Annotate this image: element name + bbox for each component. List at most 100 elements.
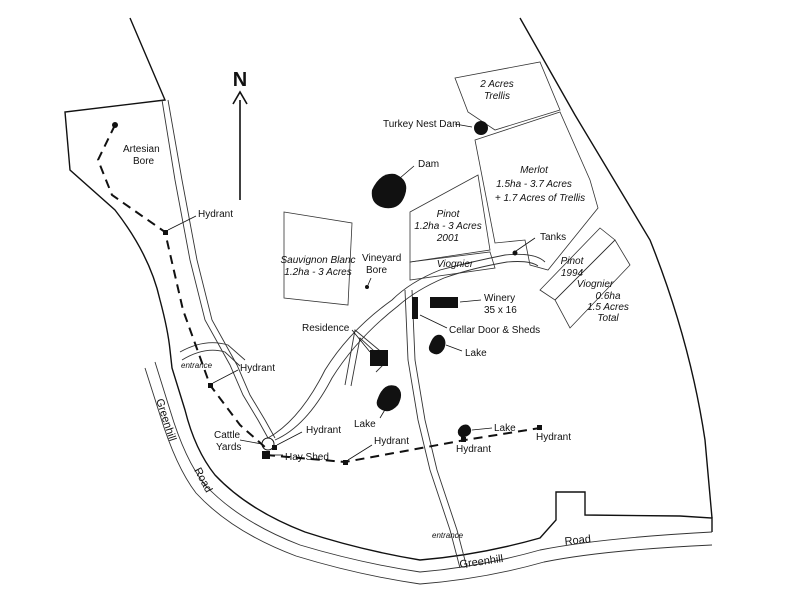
artesian-bore-label-2: Bore [133,156,155,167]
pinot-2001-title: Pinot [437,209,461,220]
pinot-2001-line2: 2001 [436,233,459,244]
greenhill-road-outer [154,361,713,573]
tanks-point [512,250,518,256]
trellis-2acres-line2: Trellis [484,91,510,102]
pointer-hydrant-south [347,444,373,461]
property-boundary-east [519,17,713,519]
pinot-1994-line1: 1994 [561,268,584,279]
winery-label-1: Winery [484,293,515,304]
block-viognier-strip [409,251,496,281]
pointer-hydrant-centre [276,431,303,446]
block-trellis-2acres [454,61,561,131]
dam-shape [371,173,407,209]
pointer-hydrant-north [167,215,197,231]
pointer-winery [459,299,482,303]
entrance-south-label: entrance [432,531,464,540]
hydrant-east-marker [537,425,542,430]
vineyard-bore-point [365,285,369,289]
hay-shed-label: Hay Shed [285,452,329,463]
lake-centre-shape [376,385,402,412]
viognier-east-line2: 1.5 Acres [587,302,629,313]
north-arrow-head [232,90,248,105]
greenhill-road-south-label-2: Road [564,533,591,548]
winery-label-2: 35 x 16 [484,305,517,316]
block-sauvignon-blanc [283,211,353,306]
turkey-nest-dam-label: Turkey Nest Dam [383,119,460,130]
trellis-2acres-line1: 2 Acres [479,79,514,90]
viognier-strip-title: Viognier [437,259,474,270]
block-merlot [474,111,599,271]
pointer-dam [399,165,415,179]
pointer-vineyard-bore [367,277,372,286]
hydrant-east-label: Hydrant [536,432,571,443]
pointer-residence [351,329,371,353]
hydrant-north-label: Hydrant [198,209,233,220]
lake-east-label: Lake [465,348,487,359]
cellar-door-building [412,297,418,319]
cattle-yards-label-2: Yards [216,442,241,453]
pointer-hydrant-west [212,369,239,384]
cellar-door-label: Cellar Door & Sheds [449,325,540,336]
hydrant-centre-marker [272,445,277,450]
greenhill-road-west-label-1: Greenhill [153,397,178,443]
turkey-nest-dam-shape [474,121,488,135]
pipeline-south [265,427,541,464]
hay-shed-building [262,451,270,459]
hydrant-west-marker [208,383,213,388]
lake-south-shape [457,424,472,438]
greenhill-road-inner [144,367,713,585]
viognier-east-line3: Total [597,313,619,324]
farm-road-south-a [404,289,461,569]
block-viognier-east [554,239,631,329]
pinot-1994-title: Pinot [561,256,585,267]
residence-label: Residence [302,323,350,334]
lake-centre-label: Lake [354,419,376,430]
vineyard-bore-label-2: Bore [366,265,388,276]
pointer-tanks [515,237,536,252]
artesian-bore-point [112,122,118,128]
pipeline-artesian [96,124,267,449]
north-label: N [233,69,247,91]
block-pinot-2001 [409,174,491,263]
hydrant-west-label: Hydrant [240,363,275,374]
hydrant-south-marker [343,460,348,465]
farm-road-entry-b [181,349,241,367]
lake-east-shape [428,334,446,355]
winery-building [430,297,458,308]
greenhill-road-south-label-1: Greenhill [459,553,504,571]
farm-road-west-b [167,99,276,439]
viognier-east-title: Viognier [577,279,614,290]
sauvignon-blanc-line1: 1.2ha - 3 Acres [284,267,351,278]
farm-road-south-b [411,289,468,569]
merlot-title: Merlot [520,165,549,176]
farm-road-main-a [267,253,546,439]
pointer-lake-south [471,427,493,431]
artesian-bore-label-1: Artesian [123,144,160,155]
property-boundary [64,17,713,561]
dam-label: Dam [418,159,439,170]
cattle-yards-label-1: Cattle [214,430,241,441]
pointer-turkey-nest-dam [454,123,473,128]
merlot-line1: 1.5ha - 3.7 Acres [496,179,572,190]
hydrant-south-east-marker [461,437,466,442]
pointer-lake-east [445,344,463,352]
hydrant-north-marker [163,230,168,235]
farm-road-entry-a [179,342,246,361]
farm-road-main-b [274,261,539,441]
viognier-east-line1: 0.6ha [595,291,620,302]
residence-building [370,350,388,366]
pointer-cellar-door [419,314,448,329]
tanks-label: Tanks [540,232,566,243]
hydrant-south-east-label: Hydrant [456,444,491,455]
merlot-line2: + 1.7 Acres of Trellis [495,193,585,204]
vineyard-bore-label-1: Vineyard [362,253,401,264]
sauvignon-blanc-title: Sauvignon Blanc [280,255,355,266]
hydrant-centre-label: Hydrant [306,425,341,436]
farm-road-residence-a [344,329,386,386]
pointer-lake-centre [379,407,387,419]
entrance-west-label: entrance [181,361,213,370]
pointer-cattle-yards [239,439,263,445]
hydrant-south-label: Hydrant [374,436,409,447]
